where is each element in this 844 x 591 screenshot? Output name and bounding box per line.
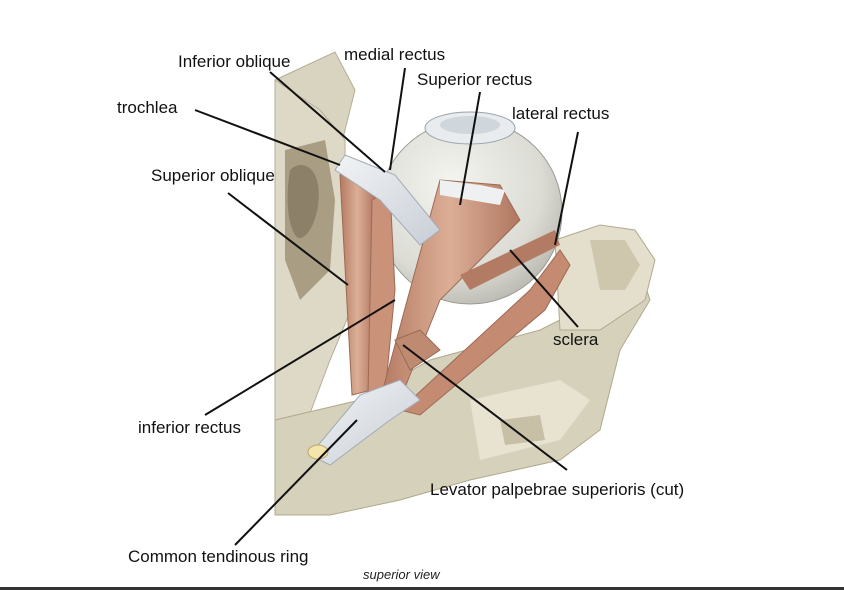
leader-lateral-rectus [554,131,579,246]
label-superior-rectus: Superior rectus [417,70,533,89]
label-inferior-oblique: Inferior oblique [178,52,291,71]
leader-superior-oblique [227,192,349,286]
label-lateral-rectus: lateral rectus [512,104,610,123]
label-common-ring: Common tendinous ring [128,547,309,566]
leader-trochlea [194,109,341,166]
leader-superior-rectus [459,91,481,206]
bottom-divider [0,587,844,590]
caption: superior view [363,567,440,582]
bony-orbit [274,51,656,516]
leader-levator [402,344,568,471]
tendons [307,154,505,466]
leader-inferior-rectus [204,299,396,416]
leader-medial-rectus [389,67,406,171]
label-trochlea: trochlea [117,98,178,117]
leader-common-ring [234,419,358,546]
extraocular-muscles [339,159,571,416]
label-inferior-rectus: inferior rectus [138,418,241,437]
label-sclera: sclera [553,330,599,349]
leader-lines [194,67,579,546]
label-medial-rectus: medial rectus [344,45,446,64]
label-superior-oblique: Superior oblique [151,166,275,185]
label-levator: Levator palpebrae superioris (cut) [430,480,685,499]
leader-sclera [509,249,579,328]
leader-inferior-oblique [269,71,386,173]
